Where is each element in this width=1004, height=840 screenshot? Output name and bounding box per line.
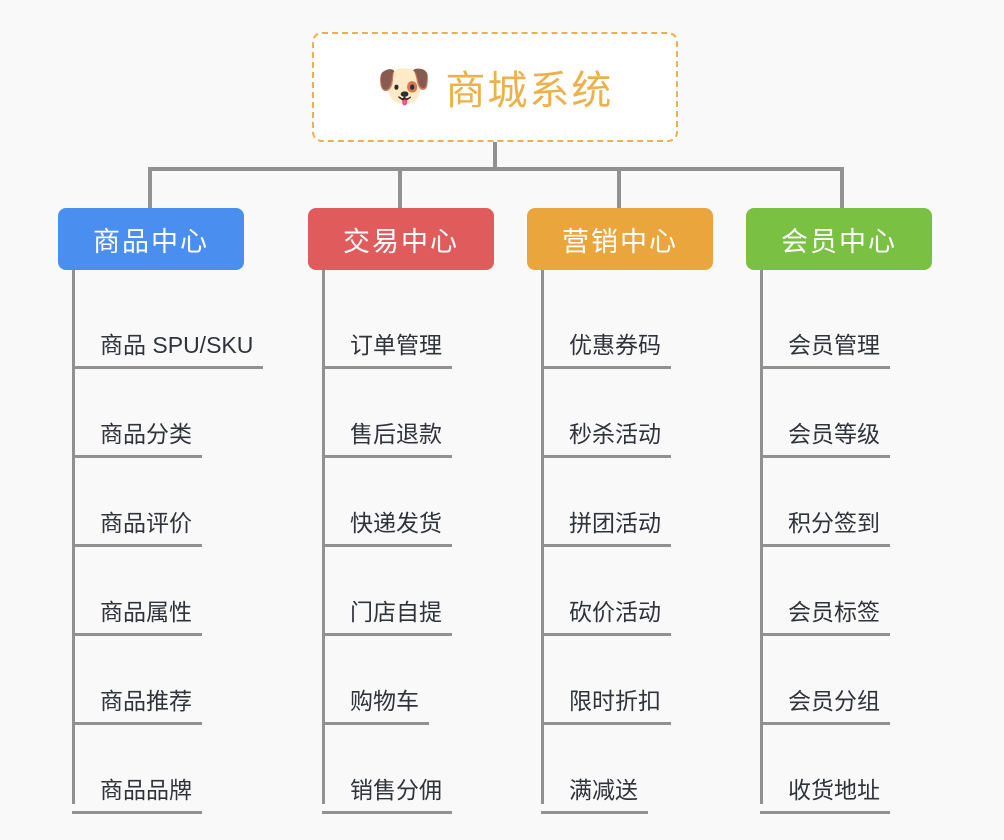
list-item[interactable]: 积分签到 — [746, 458, 932, 547]
leaf-label: 售后退款 — [322, 423, 452, 458]
leaf-label: 门店自提 — [322, 601, 452, 636]
column-header-label: 营销中心 — [562, 226, 678, 257]
column-member-center: 会员中心 会员管理 会员等级 积分签到 会员标签 会员分组 收货地址 — [746, 208, 932, 814]
leaf-list-product-center: 商品 SPU/SKU 商品分类 商品评价 商品属性 商品推荐 商品品牌 — [58, 270, 264, 814]
leaf-label: 满减送 — [541, 779, 648, 814]
list-item[interactable]: 订单管理 — [308, 280, 494, 369]
list-item[interactable]: 满减送 — [527, 725, 713, 814]
list-item[interactable]: 快递发货 — [308, 458, 494, 547]
leaf-label: 商品推荐 — [72, 690, 202, 725]
connector-drop-3 — [617, 167, 621, 209]
column-spine — [760, 270, 763, 804]
column-product-center: 商品中心 商品 SPU/SKU 商品分类 商品评价 商品属性 商品推荐 商品品牌 — [58, 208, 264, 814]
list-item[interactable]: 商品分类 — [58, 369, 244, 458]
column-trade-center: 交易中心 订单管理 售后退款 快递发货 门店自提 购物车 销售分佣 — [308, 208, 494, 814]
list-item[interactable]: 收货地址 — [746, 725, 932, 814]
list-item[interactable]: 拼团活动 — [527, 458, 713, 547]
leaf-label: 商品品牌 — [72, 779, 202, 814]
connector-horizontal-bus — [148, 167, 844, 171]
column-header-label: 商品中心 — [93, 226, 209, 257]
column-header-trade-center[interactable]: 交易中心 — [308, 208, 494, 270]
connector-drop-2 — [398, 167, 402, 209]
leaf-list-marketing-center: 优惠券码 秒杀活动 拼团活动 砍价活动 限时折扣 满减送 — [527, 270, 713, 814]
leaf-list-trade-center: 订单管理 售后退款 快递发货 门店自提 购物车 销售分佣 — [308, 270, 494, 814]
leaf-label: 商品属性 — [72, 601, 202, 636]
leaf-label: 优惠券码 — [541, 334, 671, 369]
leaf-label: 购物车 — [322, 690, 429, 725]
connector-drop-1 — [148, 167, 152, 209]
list-item[interactable]: 商品品牌 — [58, 725, 244, 814]
list-item[interactable]: 商品属性 — [58, 547, 244, 636]
column-header-marketing-center[interactable]: 营销中心 — [527, 208, 713, 270]
column-spine — [72, 270, 75, 804]
column-spine — [541, 270, 544, 804]
leaf-label: 销售分佣 — [322, 779, 452, 814]
leaf-label: 商品分类 — [72, 423, 202, 458]
list-item[interactable]: 门店自提 — [308, 547, 494, 636]
leaf-label: 秒杀活动 — [541, 423, 671, 458]
root-node-title: 商城系统 — [445, 69, 614, 113]
list-item[interactable]: 售后退款 — [308, 369, 494, 458]
leaf-label: 订单管理 — [322, 334, 452, 369]
leaf-label: 限时折扣 — [541, 690, 671, 725]
leaf-label: 砍价活动 — [541, 601, 671, 636]
list-item[interactable]: 会员分组 — [746, 636, 932, 725]
list-item[interactable]: 优惠券码 — [527, 280, 713, 369]
list-item[interactable]: 销售分佣 — [308, 725, 494, 814]
leaf-label: 会员等级 — [760, 423, 890, 458]
column-spine — [322, 270, 325, 804]
leaf-label: 会员标签 — [760, 601, 890, 636]
leaf-label: 拼团活动 — [541, 512, 671, 547]
column-header-label: 交易中心 — [343, 226, 459, 257]
leaf-label: 收货地址 — [760, 779, 890, 814]
root-node-mall-system[interactable]: 🐶 商城系统 — [312, 32, 678, 142]
list-item[interactable]: 商品 SPU/SKU — [58, 280, 264, 369]
list-item[interactable]: 商品推荐 — [58, 636, 244, 725]
list-item[interactable]: 商品评价 — [58, 458, 244, 547]
connector-root-stem — [493, 142, 497, 170]
list-item[interactable]: 秒杀活动 — [527, 369, 713, 458]
leaf-label: 快递发货 — [322, 512, 452, 547]
column-header-member-center[interactable]: 会员中心 — [746, 208, 932, 270]
leaf-label: 会员分组 — [760, 690, 890, 725]
list-item[interactable]: 砍价活动 — [527, 547, 713, 636]
column-marketing-center: 营销中心 优惠券码 秒杀活动 拼团活动 砍价活动 限时折扣 满减送 — [527, 208, 713, 814]
list-item[interactable]: 会员管理 — [746, 280, 932, 369]
leaf-label: 商品评价 — [72, 512, 202, 547]
list-item[interactable]: 会员等级 — [746, 369, 932, 458]
leaf-label: 积分签到 — [760, 512, 890, 547]
column-header-product-center[interactable]: 商品中心 — [58, 208, 244, 270]
leaf-label: 商品 SPU/SKU — [72, 334, 264, 369]
list-item[interactable]: 限时折扣 — [527, 636, 713, 725]
leaf-list-member-center: 会员管理 会员等级 积分签到 会员标签 会员分组 收货地址 — [746, 270, 932, 814]
list-item[interactable]: 会员标签 — [746, 547, 932, 636]
column-header-label: 会员中心 — [781, 226, 897, 257]
leaf-label: 会员管理 — [760, 334, 890, 369]
connector-drop-4 — [840, 167, 844, 209]
shiba-dog-face-icon: 🐶 — [376, 61, 432, 112]
list-item[interactable]: 购物车 — [308, 636, 494, 725]
